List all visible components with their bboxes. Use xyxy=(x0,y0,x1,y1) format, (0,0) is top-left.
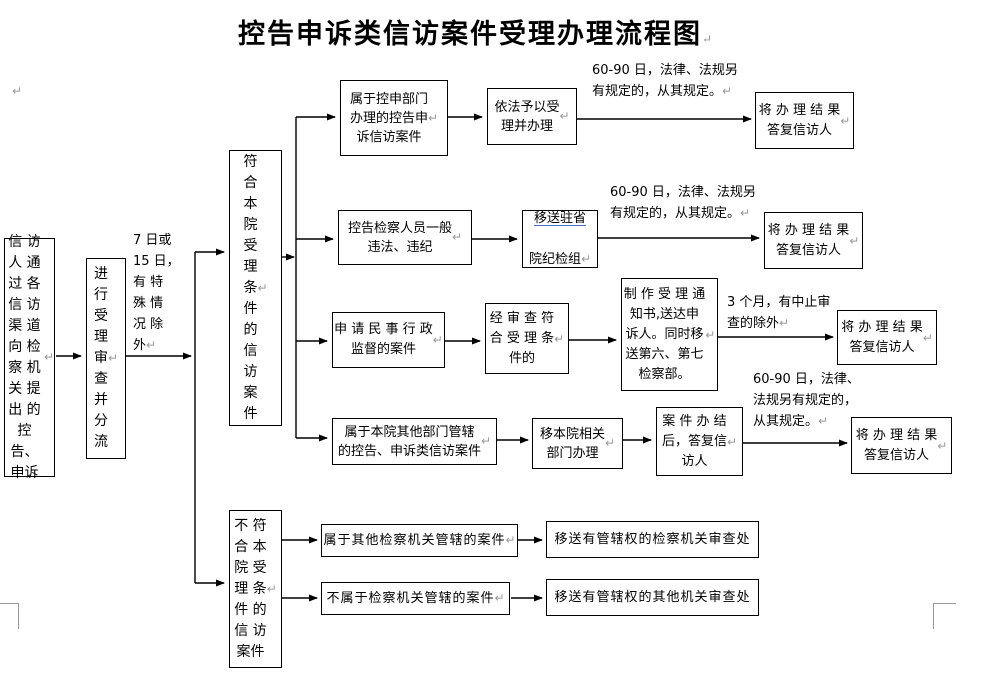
box-eligible-cases: 符 合 本 院 受 理 条 件 的 信 访 案 件↵ xyxy=(229,150,282,426)
box-other-procuratorate-cases: 属于其他检察机关管辖的案件↵ xyxy=(321,524,518,557)
box-petition-source: 信 访 人 通 过 各 信 访 渠 道 向 检 察 机 关 提 出 的 控告、 … xyxy=(4,234,55,481)
paragraph-return-mark: ↵ xyxy=(432,333,443,347)
box-triage: 进 行 受 理 审 查 并 分 流↵ xyxy=(86,258,126,459)
box-reply-after-conclusion: 案 件 办 结 后，答复信 访人↵ xyxy=(656,407,743,476)
paragraph-return-mark: ↵ xyxy=(43,350,54,364)
paragraph-return-mark: ↵ xyxy=(580,251,592,266)
paragraph-return-mark: ↵ xyxy=(705,327,716,342)
note-60-90-days-row1: 60-90 日，法律、法规另 有规定的，从其规定。↵ xyxy=(592,63,738,99)
page-margin-mark-bottom-left xyxy=(0,603,19,629)
paragraph-return-mark: ↵ xyxy=(722,84,733,98)
paragraph-return-mark: ↵ xyxy=(779,316,790,330)
transfer-discipline-text: 移送驻省 院纪检组↵ xyxy=(529,189,591,290)
note-3-months: 3 个月，有中止审 查的除外↵ xyxy=(727,295,831,331)
paragraph-return-mark: ↵ xyxy=(937,438,948,453)
paragraph-return-mark: ↵ xyxy=(12,84,23,98)
box-transfer-discipline-group: 移送驻省 院纪检组↵ xyxy=(522,210,598,268)
box-transfer-related-department: 移本院相关 部门办理↵ xyxy=(532,418,623,469)
box-transfer-to-other-organ: 移送有管辖权的其他机关审查处 xyxy=(546,579,759,616)
paragraph-return-mark: ↵ xyxy=(818,414,829,428)
box-reply-result-row3: 将 办 理 结 果 答复信访人↵ xyxy=(837,310,937,365)
paragraph-return-mark: ↵ xyxy=(726,434,738,449)
paragraph-return-mark: ↵ xyxy=(554,331,565,346)
paragraph-return-mark: ↵ xyxy=(427,110,439,125)
box-reply-result-row1: 将 办 理 结 果 答复信访人↵ xyxy=(755,92,854,149)
paragraph-return-mark: ↵ xyxy=(494,591,505,605)
box-review-eligible: 经 审 查 符 合 受 理 条 件的↵ xyxy=(485,303,569,374)
box-reply-result-row2: 将 办 理 结 果 答复信访人↵ xyxy=(764,212,863,269)
box-non-procuratorate-cases: 不属于检察机关管辖的案件↵ xyxy=(321,582,510,615)
box-prosecutor-misconduct: 控告检察人员一般 违法、违纪↵ xyxy=(338,210,472,265)
paragraph-return-mark: ↵ xyxy=(107,351,119,365)
box-civil-admin-supervision: 申 请 民 事 行 政 监督的案件↵ xyxy=(332,312,445,368)
paragraph-return-mark: ↵ xyxy=(480,434,492,448)
paragraph-return-mark: ↵ xyxy=(559,109,570,123)
paragraph-return-mark: ↵ xyxy=(604,436,616,450)
paragraph-return-mark: ↵ xyxy=(257,280,268,295)
note-60-90-days-row2: 60-90 日，法律、法规另 有规定的，从其规定。↵ xyxy=(610,185,756,221)
paragraph-return-mark: ↵ xyxy=(740,206,751,220)
box-accept-and-handle: 依法予以受 理并办理↵ xyxy=(487,88,577,145)
box-ineligible-cases: 不 符 合 本 院 受 理 条 件 的 信 访 案件↵ xyxy=(229,510,282,668)
box-reply-result-row4: 将 办 理 结 果 答复信访人↵ xyxy=(851,417,952,474)
note-7-or-15-days: 7 日或 15 日， 有 特 殊 情 况 除 外↵ xyxy=(133,233,180,353)
paragraph-return-mark: ↵ xyxy=(849,233,860,248)
paragraph-return-mark: ↵ xyxy=(451,230,463,244)
page-title: 控告申诉类信访案件受理办理流程图↵ xyxy=(237,19,713,49)
page-margin-mark-bottom-right xyxy=(933,603,956,629)
transfer-discipline-line1: 移送驻省 xyxy=(533,210,586,226)
paragraph-return-mark: ↵ xyxy=(146,338,157,352)
box-ksb-department-cases: 属于控申部门 办理的控告申 诉信访案件↵ xyxy=(340,80,448,156)
box-make-acceptance-notice: 制 作 受 理 通 知书,送达申 诉人。同时移 送第六、第七 检察部。↵ xyxy=(621,278,718,391)
paragraph-return-mark: ↵ xyxy=(701,32,713,46)
paragraph-return-mark: ↵ xyxy=(922,330,933,345)
transfer-discipline-line2: 院纪检组↵ xyxy=(528,251,592,267)
note-60-90-days-row4: 60-90 日，法律、 法规另有规定的， 从其规定。↵ xyxy=(753,372,860,429)
paragraph-return-mark: ↵ xyxy=(266,581,277,596)
paragraph-return-mark: ↵ xyxy=(505,533,516,547)
box-transfer-to-competent-procuratorate: 移送有管辖权的检察机关审查处 xyxy=(546,521,759,558)
paragraph-return-mark: ↵ xyxy=(840,113,851,128)
box-other-department-cases: 属于本院其他部门管辖 的控告、申诉类信访案件↵ xyxy=(332,418,497,465)
